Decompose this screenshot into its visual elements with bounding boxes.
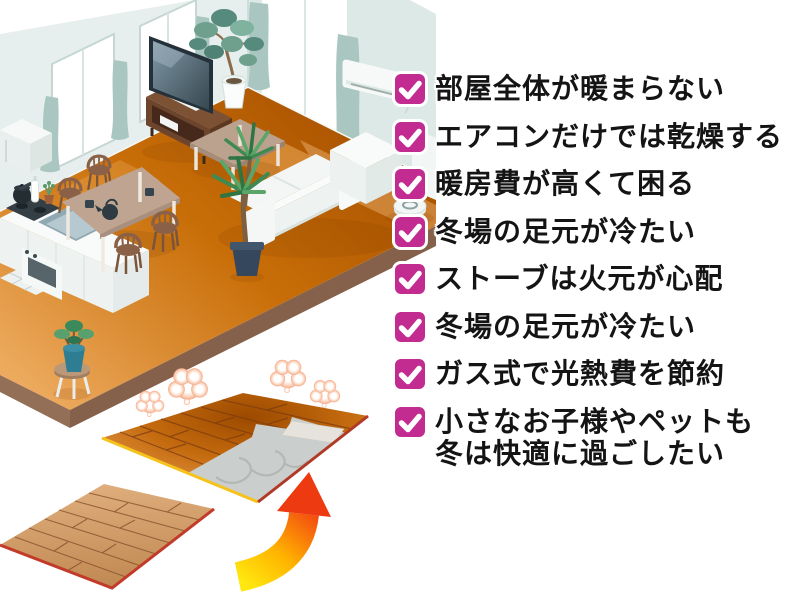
kettle bbox=[95, 198, 118, 220]
tv bbox=[149, 36, 213, 114]
checklist-item-label: 部屋全体が暖まらない bbox=[435, 73, 726, 104]
concern-checklist: 部屋全体が暖まらない エアコンだけでは乾燥する 暖房費が高くて困る 冬場の足元が… bbox=[395, 73, 783, 470]
yucca-plant bbox=[212, 122, 274, 276]
wood-floor-panel bbox=[0, 484, 215, 590]
floor-slab bbox=[0, 226, 436, 428]
checkbox-checked-icon bbox=[395, 406, 425, 437]
cooking-pot bbox=[13, 186, 31, 204]
checklist-item: ストーブは火元が心配 bbox=[395, 263, 783, 295]
checklist-item-label: ガス式で光熱費を節約 bbox=[435, 358, 726, 389]
living-room bbox=[0, 0, 437, 428]
sofa-armrest bbox=[245, 199, 275, 253]
ficus-plant bbox=[189, 9, 264, 109]
checklist-item: ガス式で光熱費を節約 bbox=[395, 358, 783, 390]
checkbox-checked-icon bbox=[395, 169, 425, 199]
oven bbox=[22, 248, 62, 300]
mug bbox=[85, 188, 154, 208]
remote bbox=[18, 182, 34, 190]
checkbox-checked-icon bbox=[395, 74, 425, 104]
potted-plant bbox=[54, 320, 94, 372]
checklist-item-label: 暖房費が高くて困る bbox=[435, 168, 696, 199]
upgrade-arrow bbox=[234, 472, 331, 592]
stove bbox=[6, 184, 60, 221]
heated-floor-panel bbox=[101, 393, 369, 504]
checklist-item-label: 冬場の足元が冷たい bbox=[435, 215, 697, 247]
checkbox-checked-icon bbox=[395, 359, 425, 389]
checkbox-checked-icon bbox=[395, 311, 425, 342]
checklist-item: 冬場の足元が冷たい bbox=[395, 311, 783, 343]
checklist-item-label: 冬場の足元が冷たい bbox=[435, 310, 697, 342]
checkbox-checked-icon bbox=[395, 264, 425, 294]
stool-with-plant bbox=[54, 320, 94, 399]
checklist-item-label: 小さなお子様やペットも 冬は快適に過ごしたい bbox=[435, 405, 755, 469]
dining-table bbox=[62, 167, 180, 272]
bottle bbox=[31, 176, 39, 203]
checkbox-checked-icon bbox=[395, 216, 425, 247]
checklist-item-label: エアコンだけでは乾燥する bbox=[435, 120, 784, 152]
checkbox-checked-icon bbox=[395, 121, 425, 152]
microwave bbox=[0, 119, 52, 172]
small-plant-pot bbox=[43, 181, 55, 204]
checklist-item: 小さなお子様やペットも 冬は快適に過ごしたい bbox=[395, 406, 783, 470]
checklist-item: 暖房費が高くて困る bbox=[395, 168, 783, 200]
checklist-item: 冬場の足元が冷たい bbox=[395, 216, 783, 248]
checklist-item-label: ストーブは火元が心配 bbox=[435, 263, 724, 294]
kitchen-counter bbox=[0, 176, 149, 313]
checklist-item: エアコンだけでは乾燥する bbox=[395, 121, 783, 153]
checklist-item: 部屋全体が暖まらない bbox=[395, 73, 783, 105]
robot-vacuum bbox=[393, 197, 427, 218]
